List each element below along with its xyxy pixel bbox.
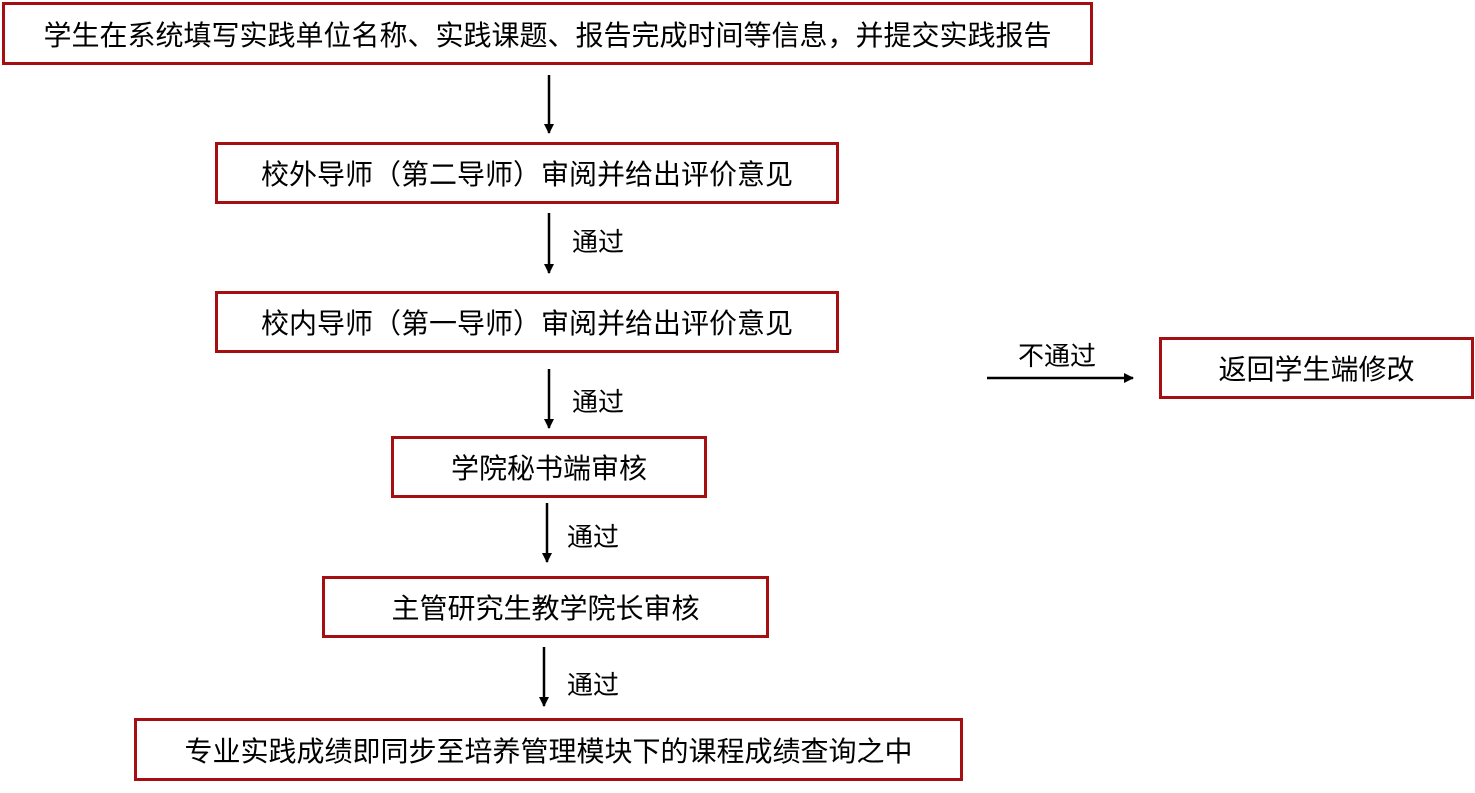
- step-internal-mentor-review: 校内导师（第一导师）审阅并给出评价意见: [215, 291, 839, 353]
- step-secretary-review: 学院秘书端审核: [391, 436, 707, 498]
- reject-label: 不通过: [1018, 342, 1097, 372]
- step-grade-sync: 专业实践成绩即同步至培养管理模块下的课程成绩查询之中: [134, 718, 963, 781]
- step-external-mentor-review: 校外导师（第二导师）审阅并给出评价意见: [215, 142, 839, 204]
- step-submit-report: 学生在系统填写实践单位名称、实践课题、报告完成时间等信息，并提交实践报告: [2, 2, 1093, 65]
- pass-label-3: 通过: [567, 523, 620, 553]
- pass-label-4: 通过: [567, 671, 620, 701]
- pass-label-2: 通过: [572, 388, 625, 418]
- step-dean-review: 主管研究生教学院长审核: [322, 576, 769, 638]
- pass-label-1: 通过: [572, 228, 625, 258]
- reject-target-box: 返回学生端修改: [1159, 337, 1474, 399]
